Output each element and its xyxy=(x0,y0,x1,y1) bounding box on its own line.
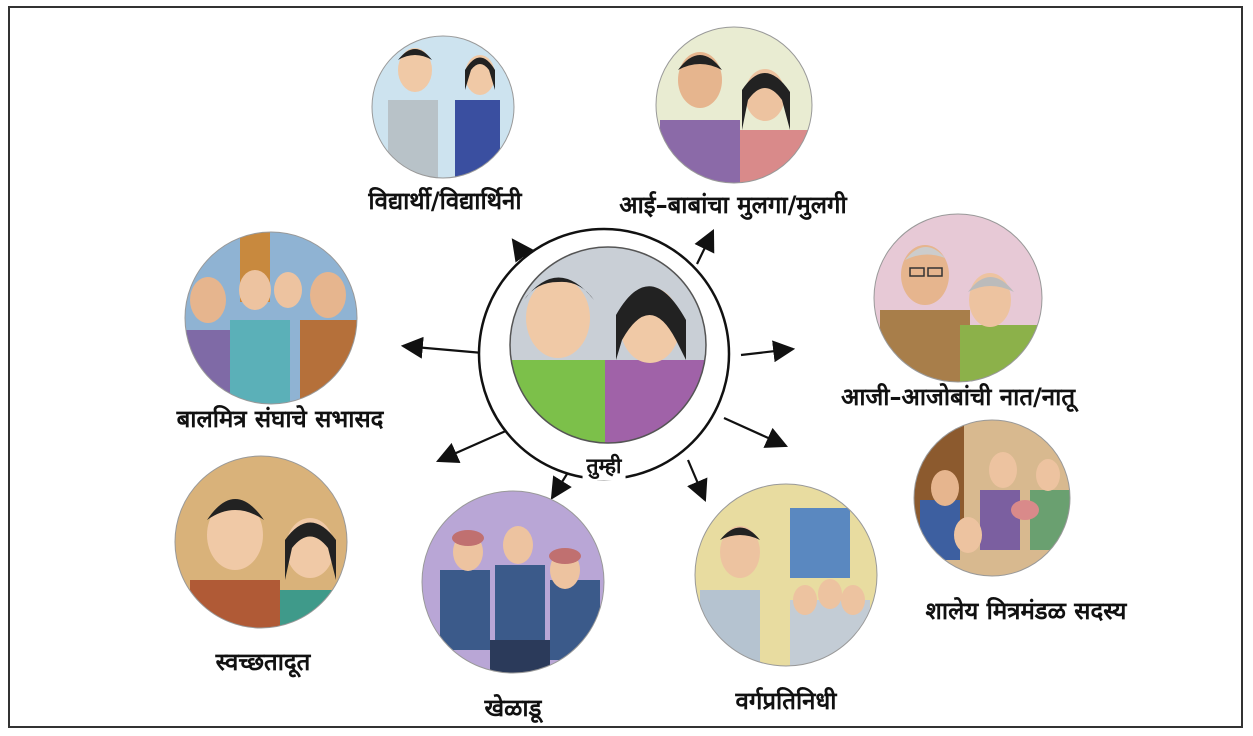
label-grandchild: आजी–आजोबांची नात/नातू xyxy=(840,383,1076,411)
class-representative-portrait xyxy=(694,483,878,667)
label-class-representative: वर्गप्रतिनिधी xyxy=(735,687,837,715)
arrow-to-school-friends xyxy=(723,416,789,448)
children-club-portrait xyxy=(184,231,358,405)
student-portrait xyxy=(371,35,515,179)
label-player: खेळाडू xyxy=(484,694,542,722)
cleanliness-portrait xyxy=(174,455,348,629)
grandparents-portrait xyxy=(873,213,1043,383)
players-portrait xyxy=(421,490,605,674)
arrow-to-cleanliness xyxy=(435,428,509,464)
arrow-to-class-rep xyxy=(686,459,708,503)
arrow-to-grandparents xyxy=(740,340,796,363)
center-portrait xyxy=(477,227,731,481)
center-label: तुम्ही xyxy=(582,452,626,480)
label-child-of-parents: आई–बाबांचा मुलगा/मुलगी xyxy=(619,191,847,219)
school-friends-portrait xyxy=(913,419,1071,577)
parents-portrait xyxy=(655,26,813,184)
arrow-to-children-club xyxy=(400,336,484,359)
label-school-friends-member: शालेय मित्रमंडळ सदस्य xyxy=(925,597,1127,625)
label-student: विद्यार्थी/विद्यार्थिनी xyxy=(368,187,522,215)
label-cleanliness-ambassador: स्वच्छतादूत xyxy=(215,648,311,676)
label-children-club-member: बालमित्र संघाचे सभासद xyxy=(176,405,384,433)
arrow-to-parents xyxy=(694,229,715,265)
